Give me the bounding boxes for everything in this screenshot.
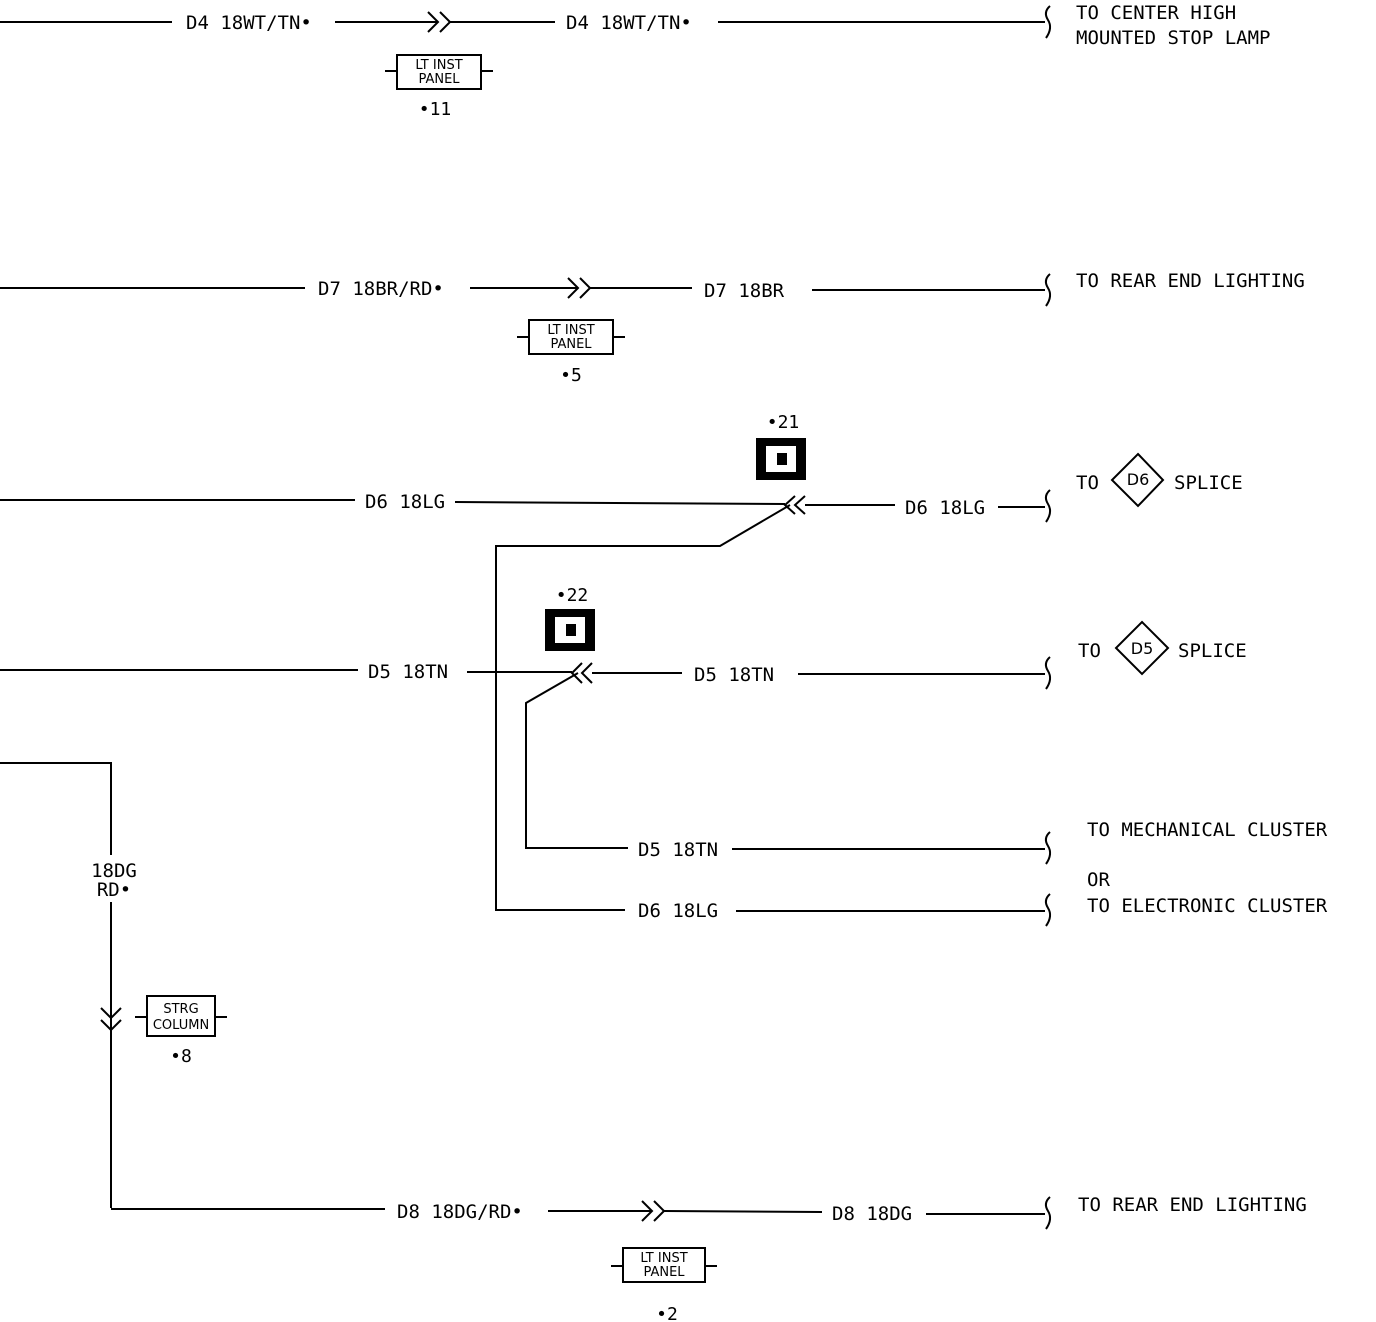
break-symbol-d7 — [1044, 273, 1052, 307]
wire-label-d8-vertical-line2: RD• — [97, 879, 131, 901]
connector-label-line2: PANEL — [643, 1265, 685, 1280]
circuit-d7: D7 18BR/RD• D7 18BR TO REAR END LIGHTING… — [0, 270, 1305, 386]
wire-label-d7-right: D7 18BR — [704, 280, 785, 302]
wire-label-cluster-d5: D5 18TN — [638, 839, 718, 861]
cluster-branch: D5 18TN D6 18LG TO MECHANICAL CLUSTER OR… — [638, 819, 1328, 927]
break-symbol-d5 — [1044, 656, 1052, 690]
wire-label-d6-left: D6 18LG — [365, 491, 445, 513]
wire-label-d4-right: D4 18WT/TN• — [566, 12, 692, 34]
connector-lt-inst-panel-11: LT INST PANEL •11 — [385, 54, 493, 120]
connector-lt-inst-panel-2: LT INST PANEL •2 — [611, 1247, 717, 1322]
connector-arrow-d8-strg — [100, 1007, 122, 1032]
connector-22: •22 — [545, 585, 595, 651]
circuit-d5: D5 18TN D5 18TN TO D5 SPLICE •22 — [0, 585, 1247, 849]
circuit-d6: D6 18LG D6 18LG TO D6 SPLICE •21 — [0, 412, 1243, 911]
connector-number: •11 — [419, 99, 452, 120]
connector-number: •5 — [560, 365, 582, 386]
wire-label-cluster-d6: D6 18LG — [638, 900, 718, 922]
connector-lt-inst-panel-5: LT INST PANEL •5 — [517, 319, 625, 386]
wire-label-d5-left: D5 18TN — [368, 661, 448, 683]
break-symbol-cluster-d6 — [1044, 893, 1052, 927]
strg-number: •8 — [170, 1046, 192, 1067]
splice-d5-diamond: D5 — [1114, 620, 1170, 676]
connector-label-line1: LT INST — [415, 58, 462, 73]
splice-d6-id: D6 — [1127, 470, 1150, 489]
wire-d8-top — [0, 762, 112, 855]
wire-label-d5-right: D5 18TN — [694, 664, 774, 686]
destination-d5-splice: SPLICE — [1178, 640, 1247, 662]
wire-label-d8-vertical-line1: 18DG — [91, 860, 137, 882]
wire-d6-mid — [454, 501, 786, 505]
wire-label-d8-left: D8 18DG/RD• — [397, 1201, 523, 1223]
destination-d7: TO REAR END LIGHTING — [1076, 270, 1305, 292]
connector-21: •21 — [756, 412, 806, 480]
break-symbol-d4 — [1044, 5, 1052, 39]
strg-label-line2: COLUMN — [153, 1018, 209, 1033]
destination-electronic-cluster: TO ELECTRONIC CLUSTER — [1087, 895, 1328, 917]
strg-label-line1: STRG — [163, 1002, 198, 1017]
destination-d6-splice: SPLICE — [1174, 472, 1243, 494]
destination-d6-to: TO — [1076, 472, 1099, 494]
destination-mechanical-cluster: TO MECHANICAL CLUSTER — [1087, 819, 1328, 841]
connector-number: •2 — [656, 1304, 678, 1322]
connector-number: •21 — [767, 412, 800, 433]
splice-d6-diamond: D6 — [1110, 452, 1165, 508]
connector-strg-column-8: STRG COLUMN •8 — [135, 995, 227, 1067]
connector-label-line2: PANEL — [550, 337, 592, 352]
connector-label-line1: LT INST — [640, 1251, 687, 1266]
break-symbol-d8 — [1044, 1196, 1052, 1230]
connector-arrow-d5 — [570, 662, 593, 684]
wire-label-d7-left: D7 18BR/RD• — [318, 278, 444, 300]
destination-d8: TO REAR END LIGHTING — [1078, 1194, 1307, 1216]
destination-d4-line2: MOUNTED STOP LAMP — [1076, 27, 1270, 49]
destination-d4-line1: TO CENTER HIGH — [1076, 2, 1236, 24]
wire-label-d6-right: D6 18LG — [905, 497, 985, 519]
wire-d5-jumper — [525, 672, 628, 849]
circuit-d8: 18DG RD• STRG COLUMN •8 D8 18DG/RD• D8 1… — [0, 762, 1307, 1322]
wire-label-d8-right: D8 18DG — [832, 1203, 912, 1225]
circuit-d4: D4 18WT/TN• D4 18WT/TN• TO CENTER HIGH M… — [0, 2, 1270, 120]
wire-d6-jumper — [495, 504, 791, 911]
break-symbol-cluster-d5 — [1044, 831, 1052, 865]
connector-arrow-d6 — [783, 495, 806, 515]
wire-d8-mid-right — [663, 1210, 823, 1213]
connector-label-line2: PANEL — [418, 72, 460, 87]
break-symbol-d6 — [1044, 489, 1052, 523]
splice-d5-id: D5 — [1131, 639, 1154, 658]
connector-number: •22 — [556, 585, 589, 606]
destination-or: OR — [1087, 869, 1110, 891]
wire-label-d4-left: D4 18WT/TN• — [186, 12, 312, 34]
destination-d5-to: TO — [1078, 640, 1101, 662]
connector-label-line1: LT INST — [547, 323, 594, 338]
